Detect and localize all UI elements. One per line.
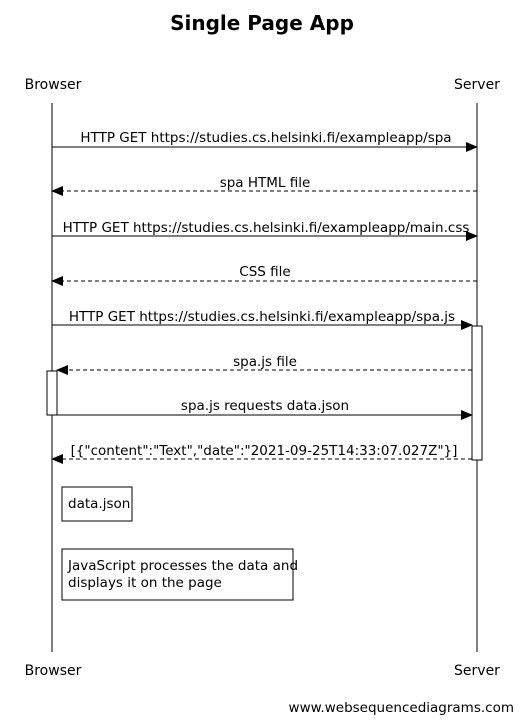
diagram-title: Single Page App (170, 11, 354, 35)
message-label-4: CSS file (239, 264, 290, 280)
participant-server-bottom: Server (454, 663, 500, 679)
message-label-8: [{"content":"Text","date":"2021-09-25T14… (71, 443, 458, 459)
message-label-1: HTTP GET https://studies.cs.helsinki.fi/… (80, 130, 451, 146)
server-activation (471, 325, 483, 461)
participant-browser-top: Browser (25, 77, 82, 93)
message-label-3: HTTP GET https://studies.cs.helsinki.fi/… (63, 220, 470, 236)
note-1-line-1: data.json (68, 496, 130, 512)
note-box-1 (61, 486, 133, 522)
note-box-2 (61, 548, 294, 601)
message-label-5: HTTP GET https://studies.cs.helsinki.fi/… (69, 309, 455, 325)
participant-browser-bottom: Browser (25, 663, 82, 679)
message-label-2: spa HTML file (220, 175, 311, 191)
message-label-7: spa.js requests data.json (181, 398, 349, 414)
participant-server-top: Server (454, 77, 500, 93)
browser-activation (46, 370, 58, 416)
message-label-6: spa.js file (233, 354, 297, 370)
credit-text: www.websequencediagrams.com (289, 700, 514, 716)
note-2-line-2: displays it on the page (68, 575, 222, 591)
note-2-line-1: JavaScript processes the data and (67, 558, 298, 574)
